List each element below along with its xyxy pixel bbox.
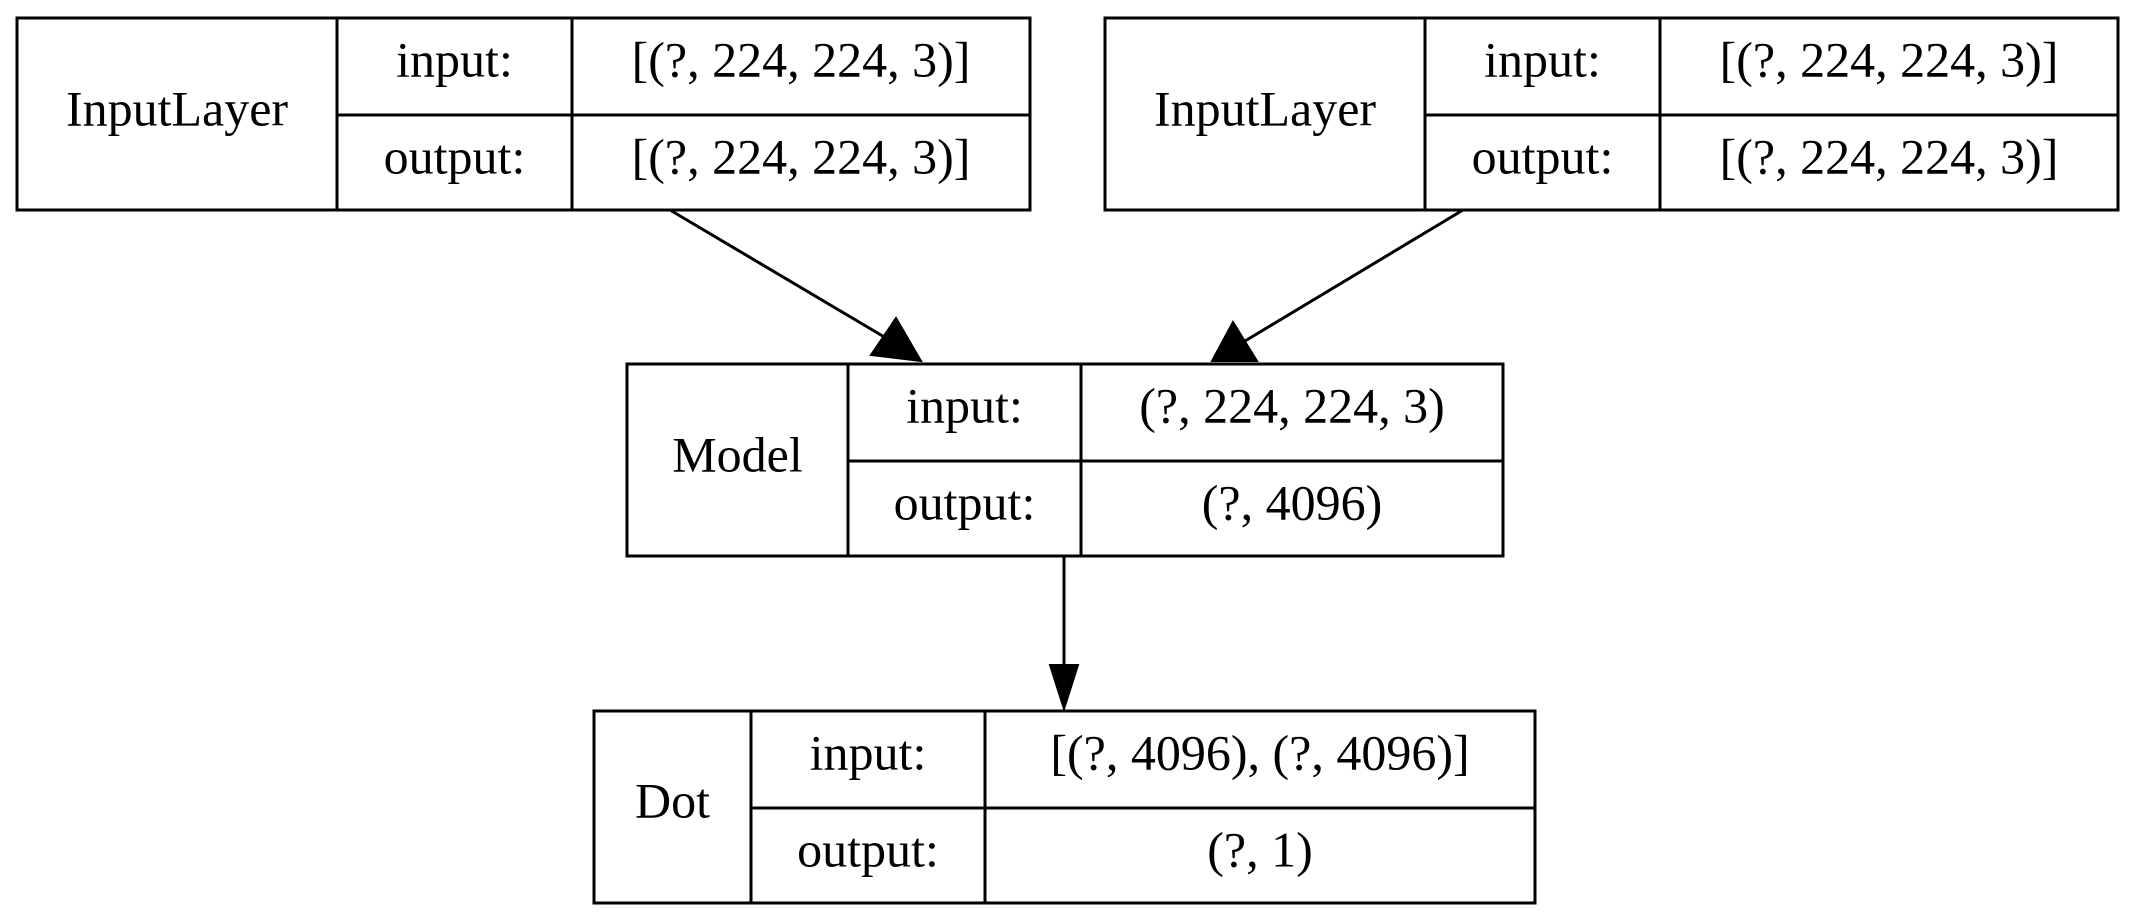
edge-model-to-dot <box>1048 556 1080 713</box>
node-model: Model input: (?, 224, 224, 3) output: (?… <box>625 362 1505 558</box>
node-input-layer-2: InputLayer input: [(?, 224, 224, 3)] out… <box>1103 16 2120 212</box>
input-label: input: <box>810 724 927 780</box>
input-shape-value: [(?, 224, 224, 3)] <box>1720 31 2059 87</box>
node-type-label: InputLayer <box>66 80 288 136</box>
node-input-layer-1: InputLayer input: [(?, 224, 224, 3)] out… <box>15 16 1032 212</box>
output-shape-value: [(?, 224, 224, 3)] <box>1720 128 2059 184</box>
node-dot: Dot input: [(?, 4096), (?, 4096)] output… <box>592 709 1537 905</box>
edge-input-layer-2-to-model <box>1210 208 1464 362</box>
node-type-label: Model <box>672 426 803 482</box>
output-shape-value: (?, 4096) <box>1202 474 1383 530</box>
node-type-label: Dot <box>635 772 710 828</box>
input-label: input: <box>396 31 513 87</box>
input-shape-value: (?, 224, 224, 3) <box>1139 377 1445 433</box>
input-shape-value: [(?, 4096), (?, 4096)] <box>1050 724 1469 780</box>
input-shape-value: [(?, 224, 224, 3)] <box>632 31 971 87</box>
output-label: output: <box>797 821 939 877</box>
output-label: output: <box>384 128 526 184</box>
input-label: input: <box>906 377 1023 433</box>
edge-input-layer-1-to-model <box>669 208 923 363</box>
output-label: output: <box>894 474 1036 530</box>
node-type-label: InputLayer <box>1154 80 1376 136</box>
input-label: input: <box>1484 31 1601 87</box>
output-shape-value: [(?, 224, 224, 3)] <box>632 128 971 184</box>
output-shape-value: (?, 1) <box>1207 821 1313 877</box>
output-label: output: <box>1472 128 1614 184</box>
